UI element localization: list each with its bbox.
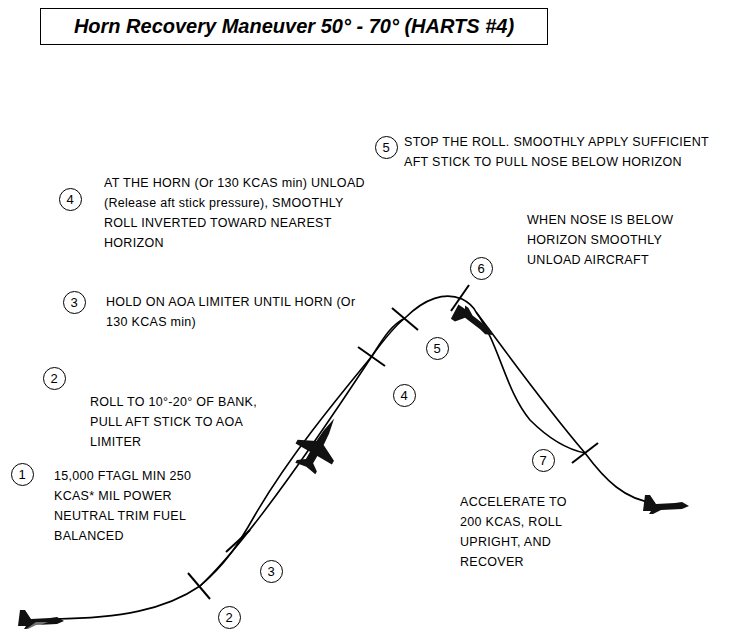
callout-number: 3 xyxy=(70,296,77,309)
jet-side xyxy=(643,495,689,514)
instruction-note: HOLD ON AOA LIMITER UNTIL HORN (Or 130 K… xyxy=(106,292,366,332)
title-box: Horn Recovery Maneuver 50° - 70° (HARTS … xyxy=(40,8,548,45)
callout-circle: 7 xyxy=(532,449,555,472)
tick xyxy=(392,308,418,330)
tick xyxy=(572,443,598,463)
instruction-note: WHEN NOSE IS BELOW HORIZON SMOOTHLY UNLO… xyxy=(527,210,687,270)
instruction-note: 15,000 FTAGL MIN 250 KCAS* MIL POWER NEU… xyxy=(54,466,204,546)
path-segment xyxy=(585,453,655,503)
callout-circle: 5 xyxy=(375,136,398,159)
path-branch xyxy=(200,318,405,586)
callout-number: 1 xyxy=(18,468,25,481)
path-branch xyxy=(476,312,585,453)
callout-circle: 2 xyxy=(43,367,66,390)
callout-number: 2 xyxy=(225,611,232,624)
path-segment xyxy=(55,586,200,619)
instruction-note: ROLL TO 10°-20° OF BANK, PULL AFT STICK … xyxy=(90,392,280,452)
callout-number: 6 xyxy=(477,262,484,275)
callout-number: 4 xyxy=(400,389,407,402)
flight-path xyxy=(55,296,655,619)
callout-number: 5 xyxy=(433,342,440,355)
instruction-note: AT THE HORN (Or 130 KCAS min) UNLOAD (Re… xyxy=(104,173,379,253)
tick xyxy=(226,530,250,552)
callout-circle: 3 xyxy=(63,291,86,314)
callout-number: 4 xyxy=(66,193,73,206)
callout-circle: 4 xyxy=(59,188,82,211)
gate-ticks xyxy=(188,285,598,599)
tick xyxy=(358,347,385,366)
callout-circle: 1 xyxy=(11,463,34,486)
tick xyxy=(188,573,210,599)
callout-number: 7 xyxy=(539,454,546,467)
jet-side xyxy=(18,610,64,629)
aircraft xyxy=(18,302,689,629)
callout-circle: 3 xyxy=(260,560,283,583)
callout-number: 2 xyxy=(50,372,57,385)
callout-number: 3 xyxy=(267,565,274,578)
jet-inverted xyxy=(449,302,498,344)
instruction-note: ACCELERATE TO 200 KCAS, ROLL UPRIGHT, AN… xyxy=(460,492,582,572)
callout-circle: 5 xyxy=(426,337,449,360)
diagram-title: Horn Recovery Maneuver 50° - 70° (HARTS … xyxy=(74,15,514,38)
callout-circle: 2 xyxy=(218,606,241,629)
path-branch xyxy=(476,312,585,453)
callout-circle: 4 xyxy=(393,384,416,407)
jet-plan xyxy=(287,408,352,479)
callout-circle: 6 xyxy=(470,257,493,280)
callout-number: 5 xyxy=(382,141,389,154)
instruction-note: STOP THE ROLL. SMOOTHLY APPLY SUFFICIENT… xyxy=(404,132,722,172)
path-branch xyxy=(200,318,405,586)
